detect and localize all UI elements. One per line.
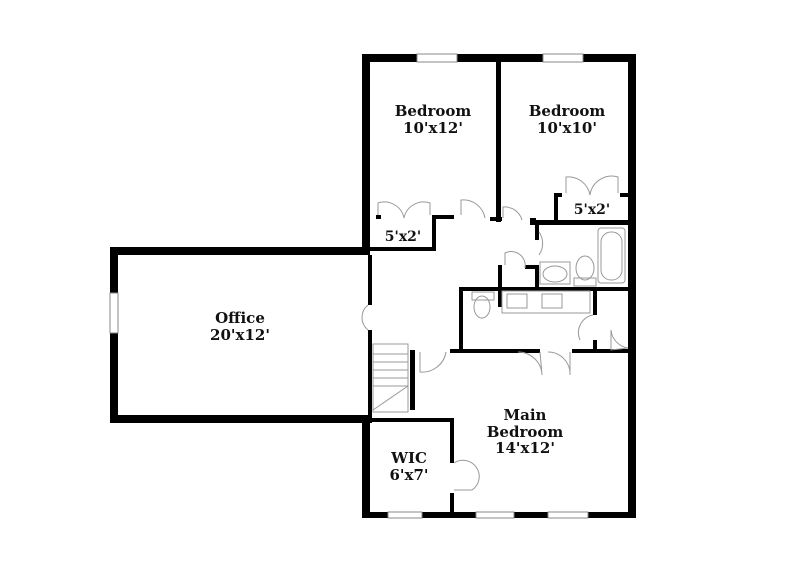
walls bbox=[110, 54, 636, 518]
room-label-bedroom-1: Bedroom 10'x12' bbox=[378, 103, 488, 136]
room-size: 5'x2' bbox=[573, 202, 611, 218]
room-size: 10'x10' bbox=[537, 118, 597, 137]
room-name: WIC bbox=[391, 449, 427, 467]
stairs bbox=[372, 343, 409, 413]
room-label-main-bedroom: Main Bedroom 14'x12' bbox=[470, 407, 580, 457]
room-name: Bedroom bbox=[528, 102, 606, 120]
room-size: 10'x12' bbox=[403, 118, 463, 137]
room-label-closet-2: 5'x2' bbox=[562, 202, 622, 218]
room-label-bedroom-2: Bedroom 10'x10' bbox=[512, 103, 622, 136]
doors bbox=[361, 175, 619, 491]
room-size: 20'x12' bbox=[210, 325, 270, 344]
room-size: 14'x12' bbox=[495, 439, 555, 457]
room-name: Office bbox=[215, 309, 265, 327]
room-name: Bedroom bbox=[394, 102, 472, 120]
room-size: 6'x7' bbox=[389, 465, 429, 484]
room-name-line1: Main bbox=[503, 406, 547, 424]
fixtures bbox=[471, 227, 629, 351]
room-size: 5'x2' bbox=[384, 229, 422, 245]
windows bbox=[109, 53, 589, 519]
room-label-office: Office 20'x12' bbox=[180, 310, 300, 343]
room-label-wic: WIC 6'x7' bbox=[374, 450, 444, 483]
room-label-closet-1: 5'x2' bbox=[378, 229, 428, 245]
room-name-line2: Bedroom bbox=[486, 422, 564, 441]
